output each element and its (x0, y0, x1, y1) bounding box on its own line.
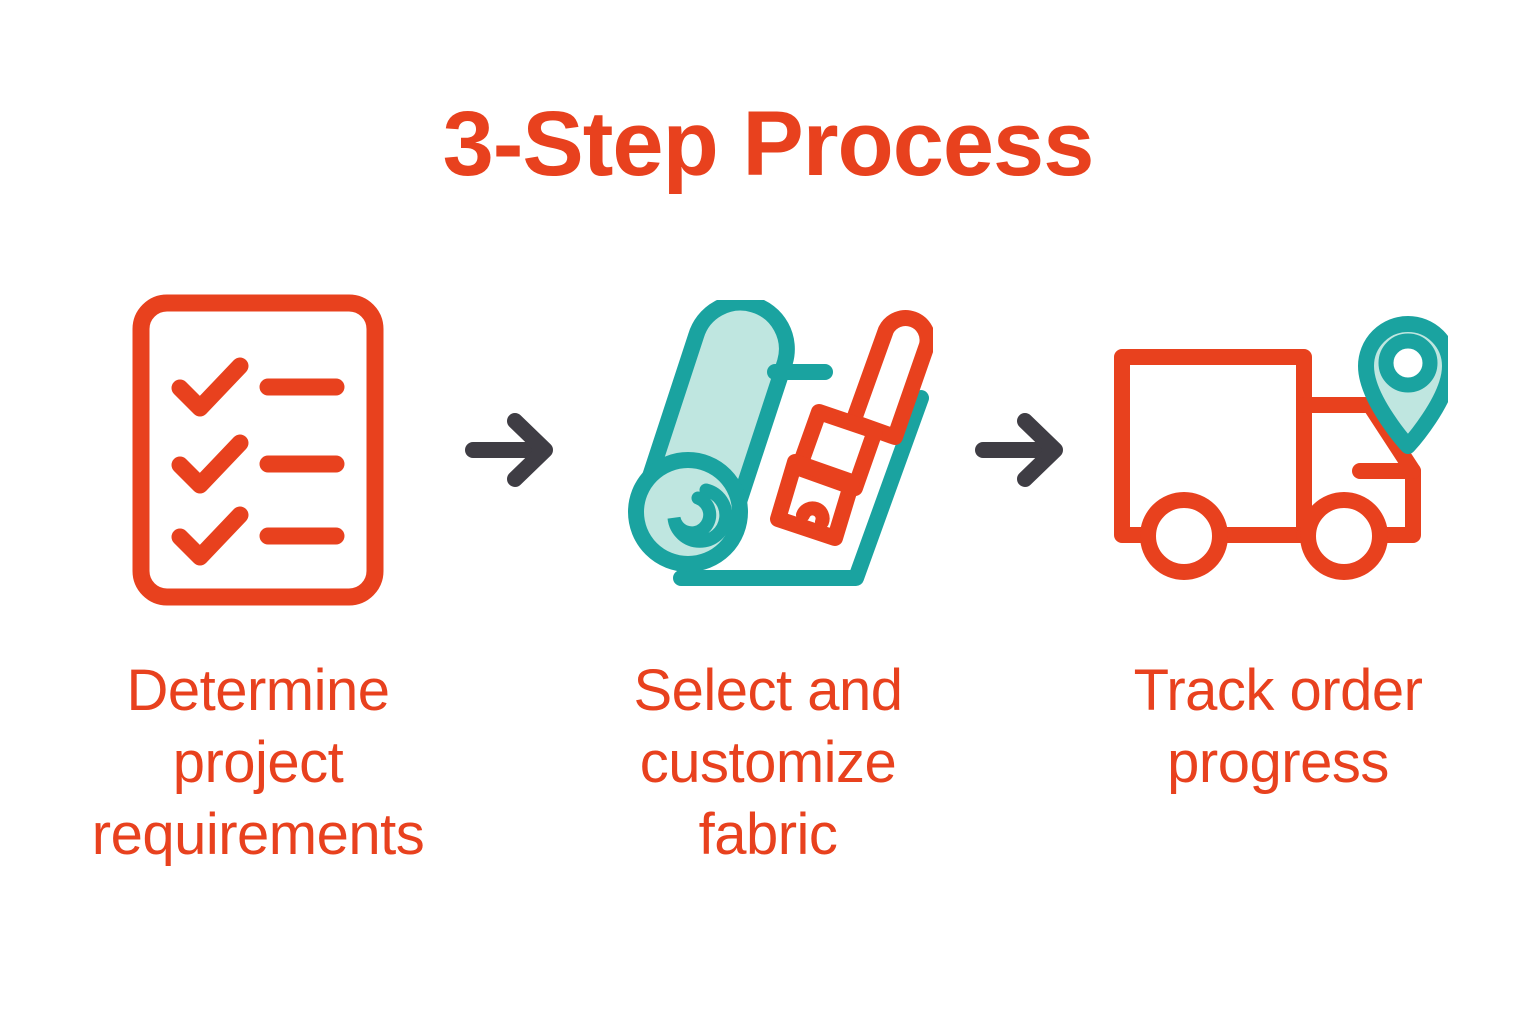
checklist-page-outline (132, 294, 384, 606)
paintbrush-bristles (770, 454, 860, 546)
process-steps-row: Determine project requirements (0, 285, 1536, 905)
arrow-right-icon (975, 413, 1063, 487)
paintbrush-bristle-notch (796, 501, 830, 529)
check-icon-1 (171, 357, 249, 417)
step-1-icon-container (58, 285, 458, 615)
arrow-head (1017, 413, 1063, 487)
location-pin-center-dot (1378, 333, 1438, 393)
process-step-3: Track order progress (1078, 285, 1478, 799)
arrow-head (507, 413, 553, 487)
step-1-label-line-2: project (172, 730, 344, 795)
truck-front-wheel (1300, 492, 1388, 580)
process-step-2: Select and customize fabric (568, 285, 968, 871)
paintbrush-handle (845, 310, 933, 445)
fabric-roll-paintbrush-icon (628, 300, 933, 586)
step-1-label: Determine project requirements (58, 655, 458, 871)
fabric-roll-spiral (667, 483, 733, 548)
step-3-label: Track order progress (1078, 655, 1478, 799)
check-icon-2 (171, 434, 249, 494)
checklist-icon (132, 294, 384, 606)
fabric-sheet-outline (673, 390, 929, 586)
connector-2 (968, 285, 1078, 615)
step-3-label-line-1: Track order (1133, 658, 1423, 723)
step-1-label-line-3: requirements (91, 802, 425, 867)
page-title: 3-Step Process (442, 93, 1095, 195)
check-icon-3 (171, 506, 249, 566)
step-2-label-line-3: fabric (698, 802, 838, 867)
step-2-label: Select and customize fabric (568, 655, 968, 871)
step-2-label-line-2: customize (639, 730, 897, 795)
step-1-label-line-1: Determine (126, 658, 390, 723)
delivery-truck-location-pin-icon (1114, 316, 1448, 580)
step-3-label-line-2: progress (1167, 730, 1389, 795)
step-2-label-line-1: Select and (633, 658, 903, 723)
step-2-icon-container (568, 285, 968, 615)
step-3-icon-container (1078, 285, 1478, 615)
arrow-right-icon (465, 413, 553, 487)
truck-rear-wheel (1140, 492, 1228, 580)
connector-1 (458, 285, 568, 615)
process-step-1: Determine project requirements (58, 285, 458, 871)
